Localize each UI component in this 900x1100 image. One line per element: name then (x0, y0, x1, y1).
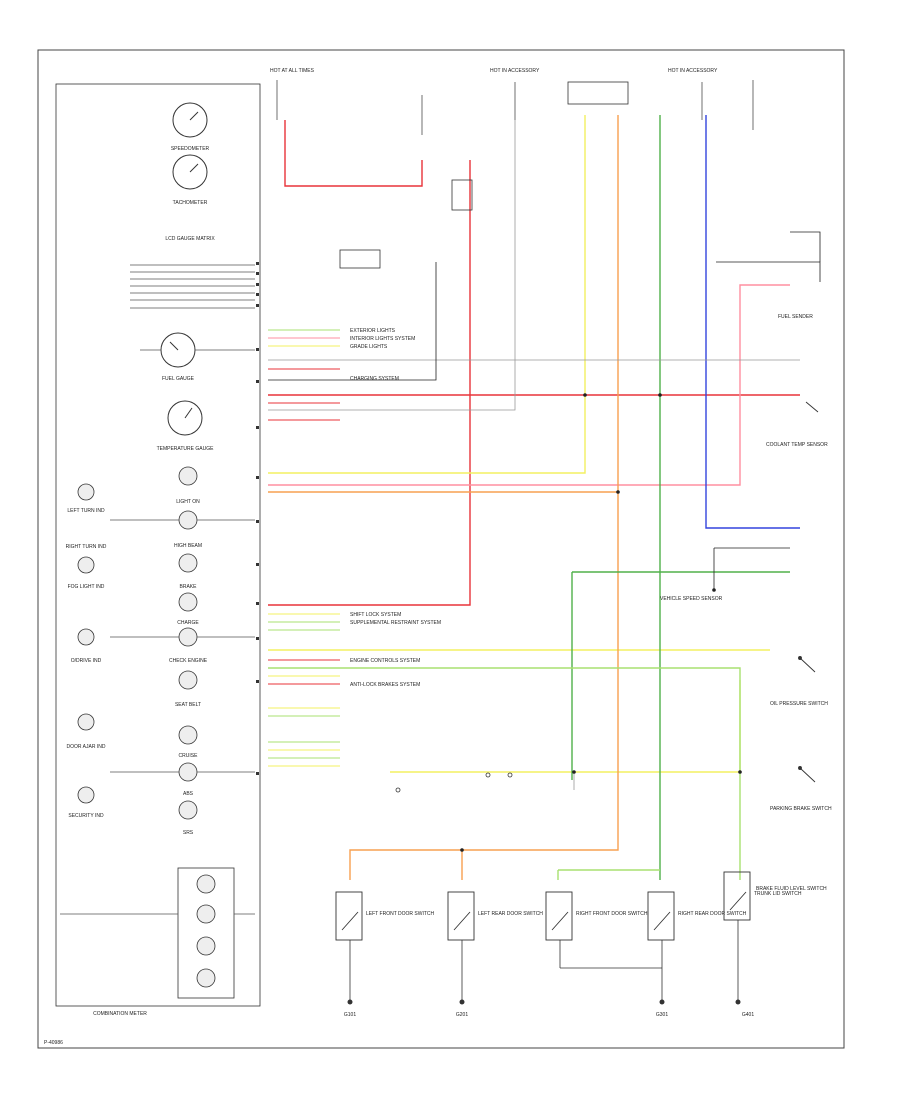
fuse-blocks (276, 80, 754, 135)
system-link: ANTI-LOCK BRAKES SYSTEM (350, 682, 420, 688)
tachometer (172, 154, 208, 190)
ground-label: G401 (742, 1012, 754, 1018)
indicator-labels: LIGHT ON HIGH BEAM BRAKE CHARGE CHECK EN… (169, 499, 208, 836)
sensor-labels: FUEL SENDER COOLANT TEMP SENSOR VEHICLE … (660, 314, 832, 892)
pink-wire (268, 284, 790, 486)
system-link: GRADE LIGHTS (350, 344, 388, 350)
green-wire (571, 115, 790, 880)
indicator-label: CRUISE (179, 753, 199, 759)
indicator-label: HIGH BEAM (174, 543, 202, 549)
connector-pins (256, 262, 259, 775)
indicator-label: CHECK ENGINE (169, 658, 208, 664)
top-label-hot-accessory-2: HOT IN ACCESSORY (668, 68, 718, 74)
combination-meter-box (55, 83, 261, 1007)
lcd-matrix-lines (130, 264, 255, 309)
system-link: EXTERIOR LIGHTS (350, 328, 396, 334)
odometer-label: LCD GAUGE MATRIX (165, 236, 215, 242)
system-link: SHIFT LOCK SYSTEM (350, 612, 401, 618)
left-colored-leads (268, 329, 340, 767)
diagram-frame (37, 49, 845, 1049)
gray-wire (268, 120, 800, 790)
indicator-lamps (178, 466, 198, 820)
junction-dots (460, 393, 742, 852)
indicator-label: LIGHT ON (176, 499, 200, 505)
door-switch-label: RIGHT FRONT DOOR SWITCH (576, 911, 648, 917)
system-link: ENGINE CONTROLS SYSTEM (350, 658, 420, 664)
system-link-labels: EXTERIOR LIGHTS INTERIOR LIGHTS SYSTEM G… (350, 328, 441, 688)
lightgreen-wire (268, 667, 741, 880)
blue-wire (705, 115, 800, 529)
left-lamp-labels: LEFT TURN IND RIGHT TURN IND FOG LIGHT I… (66, 508, 107, 819)
ground-label: G201 (456, 1012, 468, 1018)
cluster-label: COMBINATION METER (93, 1011, 147, 1017)
system-link: SUPPLEMENTAL RESTRAINT SYSTEM (350, 620, 441, 626)
black-wire (268, 231, 821, 590)
door-switch-label: LEFT REAR DOOR SWITCH (478, 911, 543, 917)
top-label-hot-accessory-1: HOT IN ACCESSORY (490, 68, 540, 74)
fuel-gauge (140, 332, 255, 368)
yellow-wire (268, 115, 770, 773)
sensor-label: OIL PRESSURE SWITCH (770, 701, 828, 707)
page-code: P-40986 (44, 1040, 63, 1046)
door-switch-label: RIGHT REAR DOOR SWITCH (678, 911, 747, 917)
red-wire (268, 120, 800, 606)
fuel-gauge-label: FUEL GAUGE (162, 376, 195, 382)
sensor-label: VEHICLE SPEED SENSOR (660, 596, 723, 602)
indicator-label: BRAKE (180, 584, 198, 590)
ground-label: G301 (656, 1012, 668, 1018)
left-lamp-label: LEFT TURN IND (67, 508, 105, 514)
top-label-hot-all-times: HOT AT ALL TIMES (270, 68, 315, 74)
indicator-leads (110, 519, 255, 773)
ground-labels: G101 G201 G301 G401 (344, 1012, 754, 1018)
orange-wire (268, 115, 619, 880)
speedometer-label: SPEEDOMETER (171, 146, 210, 152)
door-switch-symbols (335, 871, 751, 941)
system-link: INTERIOR LIGHTS SYSTEM (350, 336, 415, 342)
indicator-label: SRS (183, 830, 194, 836)
sensor-label: FUEL SENDER (778, 314, 813, 320)
left-lamp-label: RIGHT TURN IND (66, 544, 107, 550)
sensor-label: COOLANT TEMP SENSOR (766, 442, 828, 448)
temperature-gauge-label: TEMPERATURE GAUGE (157, 446, 215, 452)
left-lamp-label: DOOR AJAR IND (67, 744, 106, 750)
indicator-label: SEAT BELT (175, 702, 201, 708)
illumination-bulbs (60, 867, 255, 999)
door-switch-labels: LEFT FRONT DOOR SWITCH LEFT REAR DOOR SW… (366, 891, 802, 917)
ground-label: G101 (344, 1012, 356, 1018)
door-switch-label: LEFT FRONT DOOR SWITCH (366, 911, 435, 917)
left-lamp-label: FOG LIGHT IND (68, 584, 105, 590)
door-switch-label: TRUNK LID SWITCH (754, 891, 802, 897)
indicator-label: CHARGE (177, 620, 199, 626)
left-lamp-label: SECURITY IND (68, 813, 104, 819)
center-sensors (339, 179, 513, 793)
system-link: CHARGING SYSTEM (350, 376, 399, 382)
ground-symbols (347, 999, 741, 1005)
left-lamps (77, 483, 95, 804)
temperature-gauge (167, 400, 203, 436)
tachometer-label: TACHOMETER (173, 200, 208, 206)
left-lamp-label: O/DRIVE IND (71, 658, 102, 664)
speedometer (172, 102, 208, 138)
sensor-label: PARKING BRAKE SWITCH (770, 806, 832, 812)
right-switches (798, 401, 819, 783)
sensor-label: BRAKE FLUID LEVEL SWITCH (756, 886, 827, 892)
indicator-label: ABS (183, 791, 194, 797)
ground-leads (349, 920, 739, 1000)
